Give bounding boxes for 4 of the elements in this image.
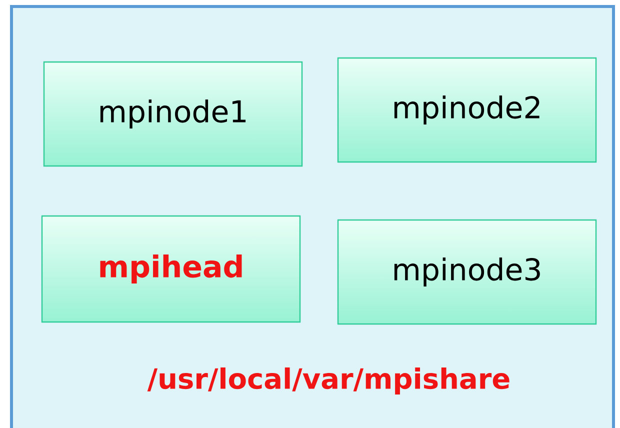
host-box: mpinode1 [43, 61, 303, 167]
host-box: mpinode3 [337, 219, 597, 325]
host-box: mpinode2 [337, 57, 597, 163]
host-box: mpihead [41, 215, 301, 323]
